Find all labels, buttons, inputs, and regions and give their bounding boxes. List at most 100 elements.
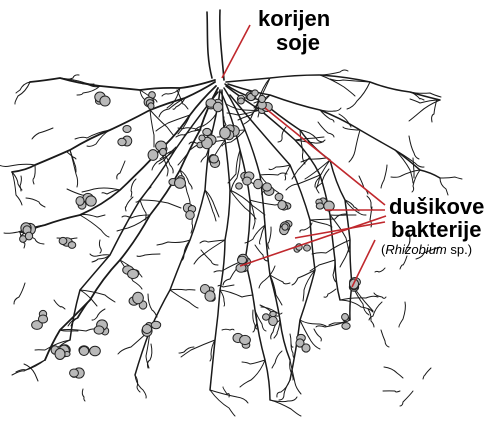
- nodule: [342, 323, 350, 330]
- nodule: [90, 346, 101, 356]
- nodule: [118, 138, 126, 145]
- rootlet: [391, 170, 420, 177]
- rootlet: [33, 165, 35, 184]
- root-label-line2: soje: [276, 32, 320, 54]
- nodule: [275, 193, 283, 200]
- rootlet: [409, 136, 419, 159]
- nodule: [123, 125, 131, 132]
- nodule: [142, 325, 151, 334]
- stem-right: [220, 10, 224, 80]
- rootlet: [80, 290, 115, 302]
- main-root: [30, 78, 215, 90]
- nodule: [263, 183, 272, 191]
- rootlet: [277, 380, 290, 397]
- rootlet: [140, 200, 146, 220]
- species-suffix: sp.): [447, 242, 472, 257]
- nodule: [148, 150, 158, 161]
- rootlet: [16, 82, 30, 93]
- rootlet: [170, 290, 198, 308]
- nodule: [59, 237, 67, 244]
- rootlet: [201, 250, 218, 265]
- nodule: [269, 316, 278, 325]
- rootlet: [300, 320, 326, 326]
- rootlet: [24, 364, 38, 381]
- rootlet: [383, 391, 400, 392]
- rootlet: [82, 389, 85, 401]
- nodule: [304, 245, 311, 251]
- nodule: [175, 178, 186, 189]
- rootlet: [286, 175, 320, 190]
- nodule: [243, 177, 252, 185]
- pointer-line: [222, 25, 250, 78]
- rootlet: [60, 78, 94, 84]
- rootlet: [157, 240, 190, 245]
- rootlet: [194, 240, 225, 264]
- rootlet: [440, 177, 462, 179]
- nodule: [252, 90, 259, 96]
- rootlet: [20, 176, 21, 191]
- rootlet: [272, 351, 282, 368]
- nodule: [262, 314, 269, 320]
- rootlet: [222, 329, 234, 330]
- nodule: [148, 103, 154, 109]
- rootlet: [320, 70, 348, 75]
- rootlet: [82, 188, 120, 192]
- main-root: [226, 75, 440, 100]
- rootlet: [268, 227, 271, 249]
- rootlet: [220, 290, 225, 306]
- rootlet: [290, 360, 301, 394]
- rootlet: [131, 179, 136, 197]
- nodule: [220, 127, 231, 139]
- nodule: [160, 148, 167, 155]
- rootlet: [310, 214, 346, 220]
- rootlet: [400, 391, 413, 406]
- root-label-line1: korijen: [258, 8, 330, 30]
- rootlet: [285, 165, 290, 180]
- rootlet: [260, 173, 287, 175]
- rootlet: [399, 302, 405, 327]
- nodule: [100, 96, 110, 106]
- rootlet: [291, 342, 294, 358]
- bacteria-label-line1: dušikove: [389, 196, 484, 218]
- rootlet: [220, 290, 253, 297]
- nodule: [259, 95, 266, 102]
- rootlet: [12, 360, 45, 375]
- pointer-line: [352, 240, 375, 287]
- nodule: [282, 224, 288, 230]
- nodule: [205, 291, 215, 301]
- rootlet: [349, 130, 360, 162]
- rootlet: [181, 340, 215, 357]
- rootlet: [310, 220, 332, 227]
- rootlet: [32, 128, 53, 139]
- nodule: [55, 349, 65, 360]
- nodule: [302, 344, 310, 352]
- rootlet: [347, 82, 370, 109]
- rootlet: [440, 178, 448, 195]
- rootlet: [14, 283, 25, 304]
- rootlet: [270, 400, 301, 416]
- nodule: [254, 179, 263, 188]
- nodule: [199, 135, 205, 141]
- rootlet: [26, 198, 45, 207]
- nodule: [237, 256, 246, 264]
- nodule: [70, 369, 79, 377]
- nodule: [210, 155, 219, 163]
- rootlet: [15, 82, 30, 104]
- rootlet: [137, 254, 160, 256]
- rootlet: [374, 293, 386, 298]
- rootlet: [295, 137, 324, 140]
- nodule: [79, 347, 88, 356]
- rootlet: [117, 161, 125, 179]
- rootlet: [375, 268, 385, 272]
- rootlet: [253, 310, 255, 332]
- rootlet: [269, 165, 290, 170]
- rootlet: [0, 164, 35, 166]
- nodule: [151, 321, 160, 329]
- rootlet: [384, 367, 403, 378]
- rootlet: [170, 289, 195, 290]
- rootlet: [324, 289, 336, 297]
- nodule: [240, 335, 251, 344]
- rootlet: [320, 110, 334, 122]
- rootlet: [242, 360, 265, 364]
- bacteria-label-line2: bakterije: [391, 219, 482, 241]
